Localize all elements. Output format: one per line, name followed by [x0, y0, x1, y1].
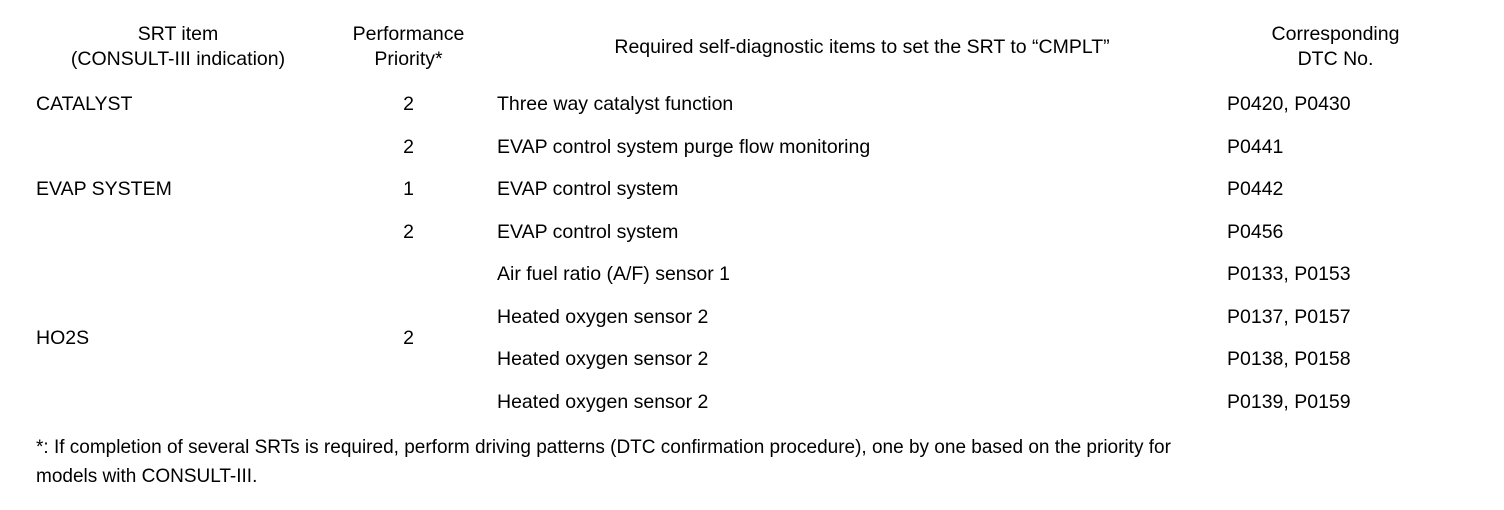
requirement-cell: Heated oxygen sensor 2: [497, 390, 709, 413]
srt-readiness-table: SRT item (CONSULT-III indication) Perfor…: [36, 11, 1444, 423]
footnote-line-2: models with CONSULT-III.: [36, 465, 258, 487]
requirement-cell: Three way catalyst function: [497, 93, 734, 116]
table-row: Heated oxygen sensor 2 P0137, P0157: [36, 296, 1444, 339]
dtc-cell: P0133, P0153: [1227, 263, 1351, 286]
table-header: SRT item (CONSULT-III indication) Perfor…: [36, 11, 1444, 83]
priority-cell: 2: [403, 220, 414, 243]
table-row: Heated oxygen sensor 2 P0139, P0159: [36, 381, 1444, 424]
header-srt-item-line1: SRT item: [137, 23, 219, 46]
table-row: Heated oxygen sensor 2 P0138, P0158: [36, 338, 1444, 381]
dtc-cell: P0138, P0158: [1227, 348, 1351, 371]
table-row: HO2S 2 Air fuel ratio (A/F) sensor 1 P01…: [36, 253, 1444, 349]
table-row: 1 EVAP control system P0442: [36, 168, 1444, 211]
header-srt-item: SRT item (CONSULT-III indication): [36, 11, 320, 83]
table-row: 2 EVAP control system P0456: [36, 211, 1444, 254]
footnote-line-1: *: If completion of several SRTs is requ…: [36, 437, 1171, 458]
requirement-cell: EVAP control system: [497, 220, 679, 243]
table-row: EVAP SYSTEM 2 EVAP control system purge …: [36, 126, 1444, 201]
requirement-cell: EVAP control system purge flow monitorin…: [497, 135, 871, 158]
priority-cell: 1: [403, 178, 414, 201]
header-required-items: Required self-diagnostic items to set th…: [497, 11, 1227, 83]
header-performance-priority: Performance Priority*: [320, 11, 497, 83]
priority-cell: 2: [403, 93, 414, 116]
header-priority-line1: Performance: [352, 23, 465, 46]
table-body: CATALYST 2 Three way catalyst function P…: [36, 83, 1444, 423]
dtc-cell: P0420, P0430: [1227, 93, 1351, 116]
footnote: *: If completion of several SRTs is requ…: [36, 434, 1448, 491]
priority-cell: 2: [403, 135, 414, 158]
requirement-cell: Heated oxygen sensor 2: [497, 305, 709, 328]
header-priority-line2: Priority*: [374, 48, 443, 70]
requirement-cell: EVAP control system: [497, 178, 679, 201]
requirement-cell: Air fuel ratio (A/F) sensor 1: [497, 263, 730, 286]
dtc-cell: P0456: [1227, 220, 1284, 243]
srt-table-container: SRT item (CONSULT-III indication) Perfor…: [36, 11, 1444, 423]
dtc-cell: P0137, P0157: [1227, 305, 1351, 328]
dtc-cell: P0442: [1227, 178, 1284, 201]
dtc-cell: P0139, P0159: [1227, 390, 1351, 413]
priority-cell: 2: [403, 326, 414, 349]
header-required-items-text: Required self-diagnostic items to set th…: [614, 35, 1110, 58]
header-dtc-line2: DTC No.: [1297, 48, 1374, 70]
srt-item-cell: CATALYST: [36, 93, 133, 116]
header-srt-item-line2: (CONSULT-III indication): [70, 48, 286, 70]
header-corresponding-dtc: Corresponding DTC No.: [1227, 11, 1444, 83]
srt-item-cell: EVAP SYSTEM: [36, 178, 172, 201]
table-row: CATALYST 2 Three way catalyst function P…: [36, 83, 1444, 126]
header-row: SRT item (CONSULT-III indication) Perfor…: [36, 11, 1444, 83]
dtc-cell: P0441: [1227, 135, 1284, 158]
header-dtc-line1: Corresponding: [1271, 23, 1400, 46]
requirement-cell: Heated oxygen sensor 2: [497, 348, 709, 371]
srt-item-cell: HO2S: [36, 326, 90, 349]
